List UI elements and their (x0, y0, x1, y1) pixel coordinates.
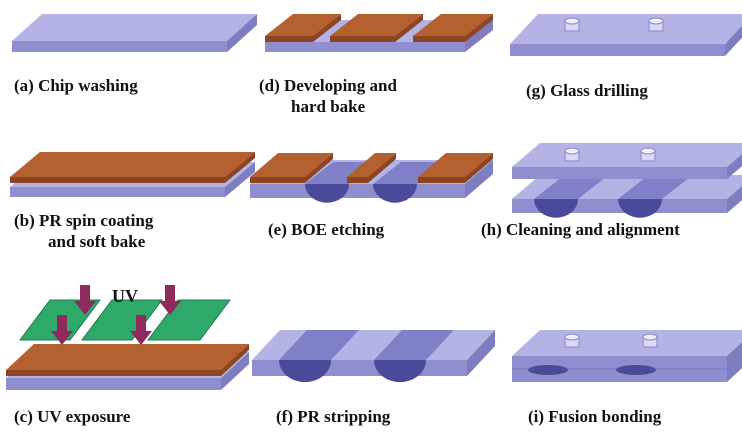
pr-e-3-top (418, 153, 493, 177)
plate-h-bottom-side (727, 186, 742, 213)
plate-g-side (725, 25, 742, 56)
pr-c-side (221, 344, 249, 376)
plate-g-top (510, 14, 742, 44)
caption-b: (b) PR spin coating and soft bake (14, 211, 154, 251)
plate-a-front (12, 41, 227, 52)
channel-f-2-front (374, 360, 426, 383)
channel-e-2-trench (373, 162, 445, 184)
pr-b-top (10, 152, 255, 177)
plate-i-side (727, 342, 742, 382)
caption-d: (d) Developing and hard bake (259, 76, 397, 116)
pr-c-front (6, 370, 221, 376)
plate-c-side (221, 352, 249, 390)
pr-c-top (6, 344, 249, 370)
plate-i-top (512, 330, 742, 356)
caption-e: (e) BOE etching (268, 220, 385, 239)
pr-e-3-side (465, 153, 493, 183)
caption-f: (f) PR stripping (276, 407, 391, 426)
plate-b-front (10, 187, 225, 197)
mask-segment-2 (147, 299, 231, 341)
caption-h: (h) Cleaning and alignment (481, 220, 680, 239)
plate-e-side (465, 160, 493, 198)
channel-i-1 (528, 365, 568, 375)
pr-d-3-side (465, 14, 493, 42)
pr-d-3-front (413, 36, 465, 42)
uv-label: UV (112, 286, 138, 306)
hole-i-2-rim (642, 333, 658, 341)
caption-g: (g) Glass drilling (526, 81, 648, 100)
caption-i: (i) Fusion bonding (528, 407, 662, 426)
mask-segment-1 (81, 299, 163, 341)
channel-h-1-trench (534, 177, 606, 199)
pr-d-2-front (330, 36, 395, 42)
pr-d-2-side (395, 14, 423, 42)
hole-g-1-rim (564, 17, 580, 25)
channel-i-2 (616, 365, 656, 375)
pr-e-2-side (368, 153, 396, 183)
pr-d-1-side (313, 14, 341, 42)
channel-e-1-front (305, 184, 349, 203)
channel-f-1-trench (279, 330, 359, 360)
uv-arrow-3 (51, 315, 73, 345)
plate-d-side (465, 20, 493, 52)
pr-b-front (10, 177, 225, 183)
pr-d-1-top (265, 14, 341, 36)
pr-e-3-front (418, 177, 465, 183)
plate-b-side (225, 162, 255, 197)
plate-e-front (250, 184, 465, 198)
plate-f-side (467, 330, 495, 376)
plate-c-front (6, 378, 221, 390)
plate-d-front (265, 42, 465, 52)
channel-f-1-front (279, 360, 331, 383)
uv-arrow-4 (130, 315, 152, 345)
pr-d-3-top (413, 14, 493, 36)
plate-a-top (12, 14, 257, 41)
channel-f-2-trench (374, 330, 454, 360)
hole-h-1-rim (564, 147, 580, 155)
channel-h-1-front (534, 199, 578, 218)
channel-h-2-front (618, 199, 662, 218)
caption-a: (a) Chip washing (14, 76, 138, 95)
plate-g-front (510, 44, 725, 56)
plate-h-top-front (512, 167, 727, 179)
plate-h-top-top (512, 143, 742, 167)
hole-i-1-rim (564, 333, 580, 341)
pr-e-1-front (250, 177, 305, 183)
pr-b-side (225, 152, 255, 183)
pr-d-2-top (330, 14, 423, 36)
uv-arrow-2 (159, 285, 181, 315)
uv-arrow-1 (74, 285, 96, 315)
hole-h-2-rim (640, 147, 656, 155)
pr-d-1-front (265, 36, 313, 42)
pr-e-2-top (347, 153, 396, 177)
hole-g-2-rim (648, 17, 664, 25)
plate-h-top-side (727, 154, 742, 179)
channel-e-2-front (373, 184, 417, 203)
channel-h-2-trench (618, 177, 690, 199)
pr-e-1-side (305, 153, 333, 183)
plate-a-side (227, 14, 257, 52)
pr-e-2-front (347, 177, 368, 183)
caption-c: (c) UV exposure (14, 407, 131, 426)
pr-e-1-top (250, 153, 333, 177)
